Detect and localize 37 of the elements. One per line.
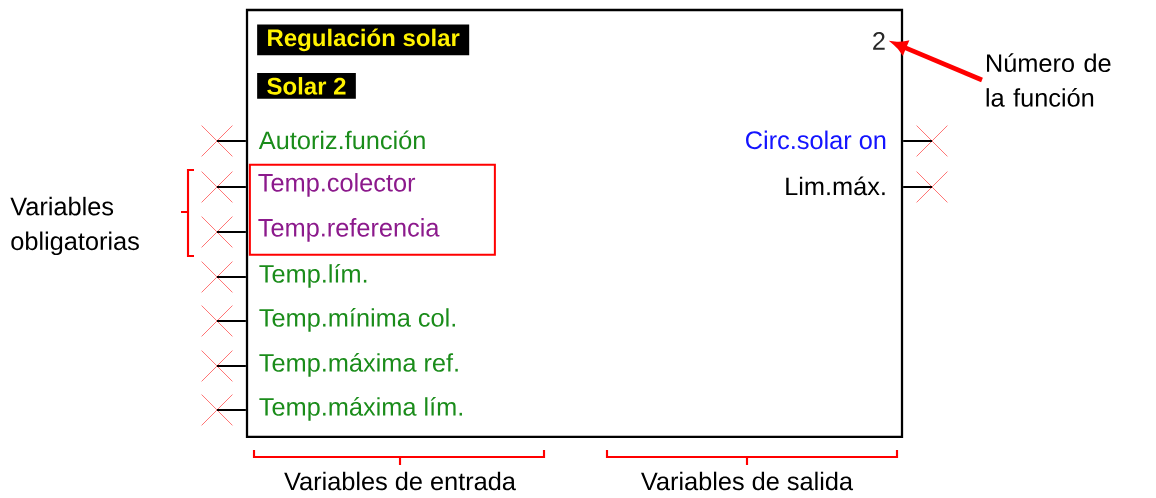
unconnected-mark xyxy=(201,171,233,203)
pin-line xyxy=(216,320,247,322)
title-band: Regulación solar xyxy=(257,24,470,56)
unconnected-mark xyxy=(201,125,233,157)
arrow xyxy=(892,40,983,83)
pin-line xyxy=(216,409,247,411)
unconnected-mark xyxy=(916,171,948,203)
function-block xyxy=(245,8,904,439)
output-variable: Circ.solar on xyxy=(746,130,886,150)
input-variable: Temp.mínima col. xyxy=(259,307,455,332)
highlight-frame xyxy=(248,163,496,256)
pin-line xyxy=(902,186,933,188)
unconnected-mark xyxy=(201,350,233,382)
unconnected-mark xyxy=(916,125,948,157)
pin-line xyxy=(902,140,933,142)
input-variable: Temp.máxima lím. xyxy=(259,396,462,421)
input-variable: Temp.máxima ref. xyxy=(259,352,458,377)
input-variable: Temp.colector xyxy=(258,173,416,197)
unconnected-mark xyxy=(201,216,233,248)
input-variable: Autoriz.función xyxy=(258,130,425,150)
input-variable: Temp.referencia xyxy=(258,218,440,242)
pin-line xyxy=(216,140,247,142)
unconnected-mark xyxy=(201,261,233,293)
pin-line xyxy=(216,276,247,278)
unconnected-mark xyxy=(201,305,233,337)
side-label: Variables de entrada xyxy=(284,471,516,491)
pin-line xyxy=(216,231,247,233)
input-variable: Temp.lím. xyxy=(259,263,367,288)
function-number: 2 xyxy=(873,32,885,50)
side-label: Variables de salida xyxy=(641,471,854,491)
annotation: Número de la función xyxy=(986,53,1111,107)
title-band: Solar 2 xyxy=(257,73,356,99)
pin-line xyxy=(216,365,247,367)
side-label: Variables obligatorias xyxy=(10,196,139,256)
pin-line xyxy=(216,186,247,188)
unconnected-mark xyxy=(201,394,233,426)
output-variable: Lim.máx. xyxy=(786,176,885,196)
